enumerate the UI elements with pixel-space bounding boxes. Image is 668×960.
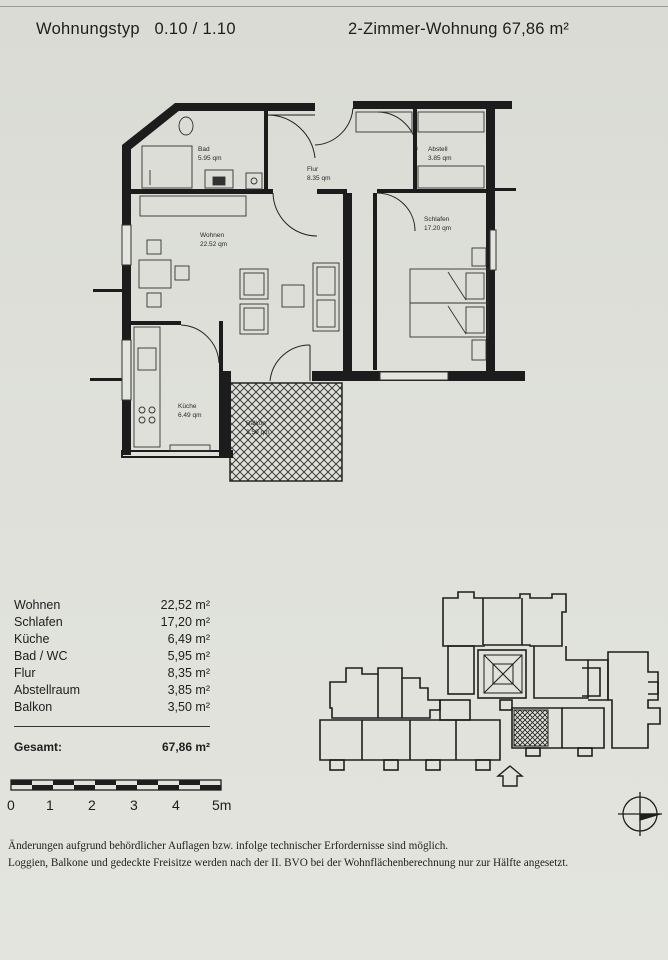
area-value: 3,85 m² [167,683,210,697]
scale-label: 0 [7,797,15,813]
area-row: Küche 6,49 m² [14,631,210,648]
entrance-arrow-icon [496,765,524,787]
apartment-type-label: Wohnungstyp 0.10 / 1.10 [36,20,236,38]
area-label: Schlafen [14,615,63,629]
room-name-kueche: Küche [178,403,197,410]
room-name-bad: Bad [198,146,210,153]
scale-label: 3 [130,797,138,813]
overview-courtyard [483,654,523,694]
building-overview-plan [319,591,661,771]
area-value: 22,52 m² [160,598,210,612]
room-area-schlafen: 17.20 qm [424,225,451,232]
area-table: Wohnen 22,52 m² Schlafen 17,20 m² Küche … [14,597,210,756]
scale-label: 2 [88,797,96,813]
windows [121,224,497,401]
area-value: 3,50 m² [167,700,210,714]
area-label: Balkon [14,700,53,714]
area-label: Küche [14,632,50,646]
area-value: 6,49 m² [167,632,210,646]
area-row: Abstellraum 3,85 m² [14,682,210,699]
overview-apartment-highlight [513,709,549,747]
room-area-wohnen: 22.52 qm [200,241,227,248]
total-value: 67,86 m² [161,740,210,754]
room-area-balkon: 3.50 qm [246,429,270,436]
area-value: 5,95 m² [167,649,210,663]
scale-label: 1 [46,797,54,813]
room-labels: Bad 5.95 qm Flur 8.35 qm Abstell 3.85 qm… [178,146,452,436]
room-area-bad: 5.95 qm [198,155,222,162]
area-label: Flur [14,666,36,680]
total-row: Gesamt: 67,86 m² [14,739,210,756]
area-row: Balkon 3,50 m² [14,699,210,716]
doors [180,107,418,382]
room-area-abstell: 3.85 qm [428,155,452,162]
room-name-schlafen: Schlafen [424,216,450,223]
north-compass-icon [618,792,662,836]
total-label: Gesamt: [14,740,63,754]
scale-label: 4 [172,797,180,813]
storage-shelves [355,111,485,189]
kitchen-bottom-wall [121,450,233,458]
room-name-abstell: Abstell [428,146,448,153]
room-name-wohnen: Wohnen [200,232,224,239]
room-name-balkon: Balkon [246,420,266,427]
area-label: Wohnen [14,598,61,612]
area-value: 17,20 m² [160,615,210,629]
bathroom-fixtures [141,116,263,190]
apartment-size-label: 2-Zimmer-Wohnung 67,86 m² [348,20,570,38]
top-rule [0,6,668,7]
scale-label: 5m [212,797,232,813]
area-label: Bad / WC [14,649,68,663]
room-area-kueche: 6.49 qm [178,412,202,419]
living-room-furniture [138,195,340,335]
kitchen-counter [133,326,211,452]
scale-bar [10,779,222,791]
area-table-divider [14,726,210,727]
area-label: Abstellraum [14,683,80,697]
bed [409,247,489,361]
room-name-flur: Flur [307,166,319,173]
area-row: Wohnen 22,52 m² [14,597,210,614]
area-row: Flur 8,35 m² [14,665,210,682]
footnote-balcony: Loggien, Balkone und gedeckte Freisitze … [8,857,569,869]
balcony [229,382,343,482]
footnote-changes: Änderungen aufgrund behördlicher Auflage… [8,840,449,852]
area-row: Bad / WC 5,95 m² [14,648,210,665]
interior-walls [131,109,490,375]
room-area-flur: 8.35 qm [307,175,331,182]
area-row: Schlafen 17,20 m² [14,614,210,631]
area-value: 8,35 m² [167,666,210,680]
